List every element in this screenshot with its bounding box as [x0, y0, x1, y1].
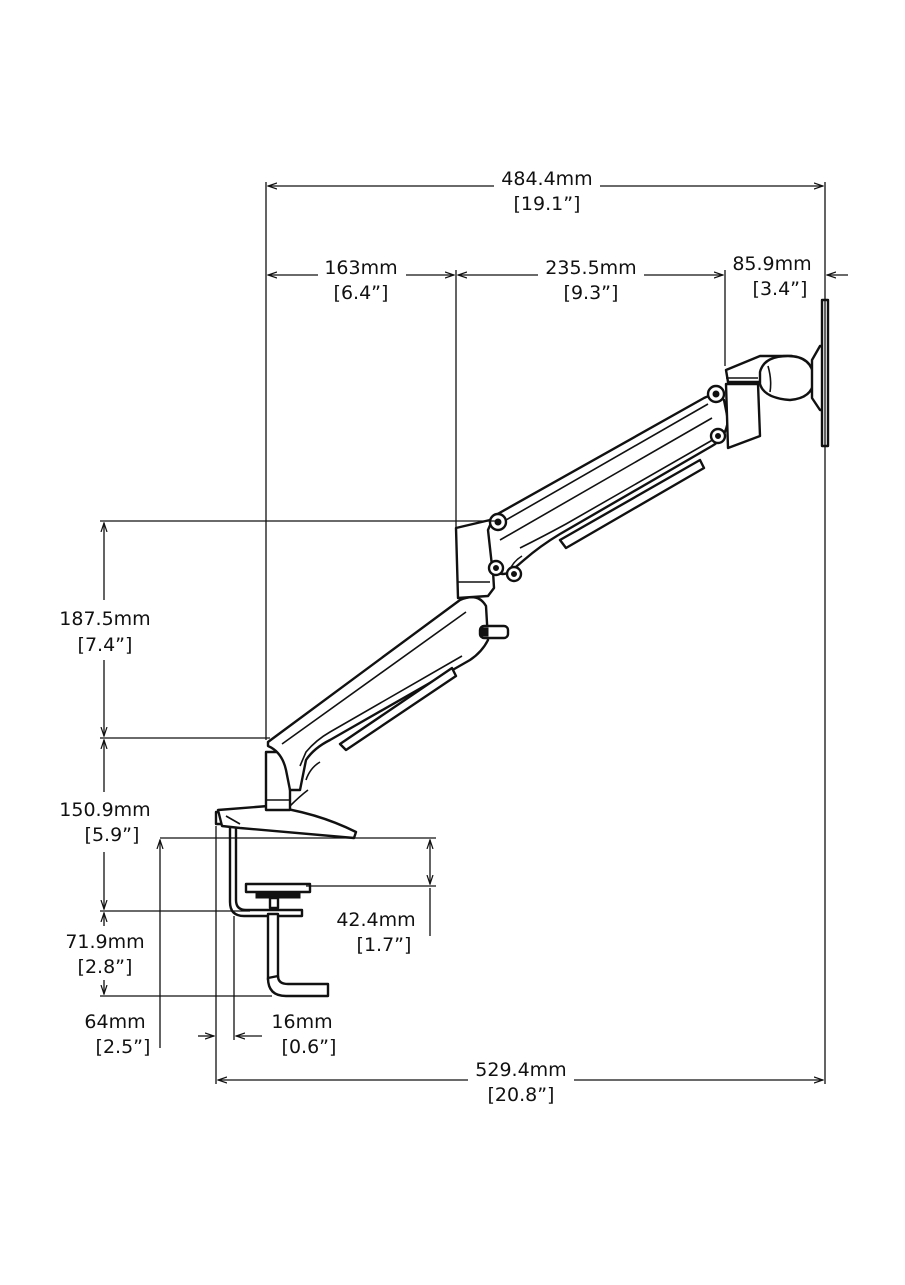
dim-clamp-throat-imperial: [2.5”]: [96, 1036, 151, 1058]
dim-pole-height-imperial: [5.9”]: [85, 824, 140, 846]
dim-clamp-offset: 16mm [0.6”]: [198, 1011, 336, 1058]
dim-pole-height-metric: 150.9mm: [59, 799, 150, 821]
dim-overall-reach-imperial: [19.1”]: [514, 193, 581, 215]
dim-total-reach-metric: 529.4mm: [475, 1059, 566, 1081]
dim-arm-rise: 187.5mm [7.4”]: [59, 523, 151, 736]
upper-arm: [486, 384, 730, 583]
dim-total-reach-imperial: [20.8”]: [488, 1084, 555, 1106]
dim-clamp-range-metric: 71.9mm: [65, 931, 144, 953]
dim-clamp-depth-imperial: [1.7”]: [357, 934, 412, 956]
dim-upper-offset-metric: 163mm: [324, 257, 397, 279]
dim-clamp-depth-metric: 42.4mm: [336, 909, 415, 931]
dim-clamp-range-imperial: [2.8”]: [78, 956, 133, 978]
dim-clamp-throat: 64mm [2.5”]: [84, 840, 160, 1058]
dim-arm-rise-metric: 187.5mm: [59, 608, 150, 630]
desk-clamp: [214, 810, 330, 998]
dim-upper-arm-metric: 235.5mm: [545, 257, 636, 279]
dim-clamp-throat-metric: 64mm: [84, 1011, 145, 1033]
dim-clamp-offset-imperial: [0.6”]: [282, 1036, 337, 1058]
dim-arm-rise-imperial: [7.4”]: [78, 634, 133, 656]
dim-pole-height: 150.9mm [5.9”]: [59, 740, 151, 909]
dim-upper-offset-imperial: [6.4”]: [334, 282, 389, 304]
dim-overall-reach-metric: 484.4mm: [501, 168, 592, 190]
dim-clamp-offset-metric: 16mm: [271, 1011, 332, 1033]
dim-total-reach: 529.4mm [20.8”]: [218, 1059, 823, 1106]
tilt-head: [724, 298, 830, 450]
dim-clamp-range: 71.9mm [2.8”]: [65, 913, 145, 994]
monitor-arm-illustration: [214, 298, 830, 998]
dim-overall-reach: 484.4mm [19.1”]: [268, 168, 823, 215]
dim-tilt-head: 85.9mm [3.4”]: [732, 253, 848, 300]
dim-clamp-depth: 42.4mm [1.7”]: [336, 840, 430, 956]
lower-arm: [266, 595, 490, 792]
dim-tilt-head-metric: 85.9mm: [732, 253, 811, 275]
dim-upper-arm-imperial: [9.3”]: [564, 282, 619, 304]
extension-lines: [100, 182, 826, 1084]
dim-upper-arm: 235.5mm [9.3”]: [458, 257, 723, 304]
dim-tilt-head-imperial: [3.4”]: [753, 278, 808, 300]
dim-upper-offset: 163mm [6.4”]: [268, 257, 454, 304]
